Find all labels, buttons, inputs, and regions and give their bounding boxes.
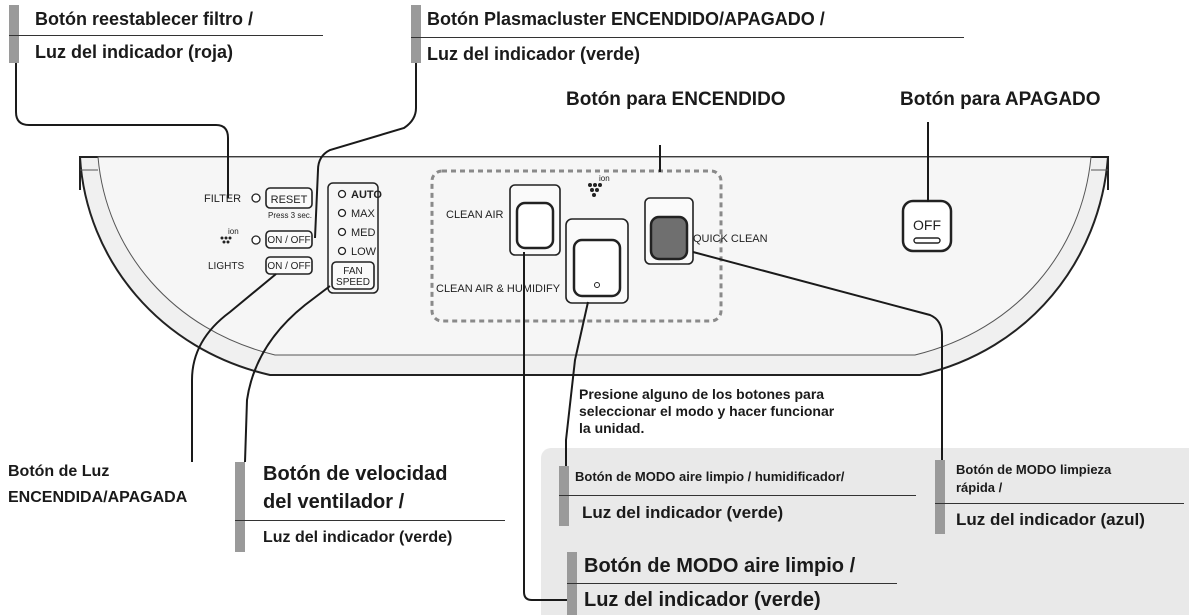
fan-speed-group <box>327 182 379 294</box>
clean-air-button[interactable] <box>509 184 561 256</box>
quick-clean-label: QUICK CLEAN <box>693 233 768 245</box>
plasmacluster-indicator-light <box>251 235 261 245</box>
lights-label: LIGHTS <box>208 261 244 272</box>
callout-rule <box>935 503 1184 504</box>
callout-rule <box>567 583 897 584</box>
low-label: LOW <box>351 246 377 258</box>
callout-rule <box>235 520 505 521</box>
svg-text:ON / OFF: ON / OFF <box>267 235 310 246</box>
mode-note-line3: la unidad. <box>579 420 645 436</box>
clean-air-mode-callout-line1: Botón de MODO aire limpio / <box>584 555 856 577</box>
clean-air-humidify-mode-callout-line2: Luz del indicador (verde) <box>582 503 784 522</box>
power-on-callout: Botón para ENCENDIDO <box>566 89 786 110</box>
plasmacluster-on-off-button[interactable]: ON / OFF <box>265 230 313 249</box>
mode-note-line2: seleccionar el modo y hacer funcionar <box>579 403 835 419</box>
reset-button[interactable]: RESET <box>265 187 313 209</box>
mode-callout-background <box>541 448 1189 615</box>
callout-bar <box>9 5 19 63</box>
low-indicator-light <box>337 246 347 256</box>
lights-on-off-button[interactable]: ON / OFF <box>265 256 313 275</box>
clean-air-humidify-mode-callout-line1: Botón de MODO aire limpio / humidificado… <box>575 469 845 484</box>
auto-label: AUTO <box>351 189 382 201</box>
filter-label: FILTER <box>204 193 241 205</box>
fan-speed-callout-line3: Luz del indicador (verde) <box>263 529 453 546</box>
light-button-callout-line2: ENCENDIDA/APAGADA <box>8 489 188 506</box>
plasmacluster-ion-icon: ion <box>588 174 610 197</box>
max-label: MAX <box>351 208 376 220</box>
fan-speed-button[interactable]: FAN SPEED <box>331 261 375 290</box>
svg-text:ion: ion <box>599 174 610 183</box>
svg-text:ON / OFF: ON / OFF <box>267 261 310 272</box>
clean-air-label: CLEAN AIR <box>446 209 504 221</box>
ion-icon: ion <box>220 227 239 244</box>
power-off-callout: Botón para APAGADO <box>900 89 1101 110</box>
fan-speed-callout-line1: Botón de velocidad <box>263 463 448 485</box>
filter-reset-callout-line2: Luz del indicador (roja) <box>35 42 234 62</box>
quick-clean-button[interactable] <box>644 197 694 265</box>
svg-text:FAN: FAN <box>343 266 362 277</box>
callout-rule <box>411 37 964 38</box>
quick-clean-mode-callout-line3: Luz del indicador (azul) <box>956 510 1145 529</box>
quick-clean-mode-callout-line2: rápida / <box>956 480 1003 495</box>
clean-air-humidify-button[interactable] <box>565 218 629 304</box>
svg-text:RESET: RESET <box>271 194 308 206</box>
max-indicator-light <box>337 208 347 218</box>
callout-bar <box>235 462 245 552</box>
auto-indicator-light <box>337 189 347 199</box>
svg-text:ion: ion <box>228 227 239 236</box>
light-button-callout-line1: Botón de Luz <box>8 463 110 480</box>
med-label: MED <box>351 227 376 239</box>
off-button[interactable]: OFF <box>901 199 953 253</box>
filter-reset-callout-line1: Botón reestablecer filtro / <box>35 9 254 29</box>
svg-text:SPEED: SPEED <box>336 277 370 288</box>
svg-text:OFF: OFF <box>913 217 941 233</box>
callout-rule <box>559 495 916 496</box>
plasmacluster-callout-line1: Botón Plasmacluster ENCENDIDO/APAGADO / <box>427 9 825 29</box>
clean-air-mode-callout-line2: Luz del indicador (verde) <box>584 589 821 611</box>
callout-rule <box>9 35 323 36</box>
press-3-sec-label: Press 3 sec. <box>268 211 312 220</box>
callout-bar <box>935 460 945 534</box>
clean-air-humidify-label: CLEAN AIR & HUMIDIFY <box>436 283 561 295</box>
quick-clean-mode-callout-line1: Botón de MODO limpieza <box>956 462 1112 477</box>
callout-bar <box>559 466 569 526</box>
plasmacluster-callout-line2: Luz del indicador (verde) <box>427 44 641 64</box>
leader-lines <box>15 62 943 601</box>
mode-note-line1: Presione alguno de los botones para <box>579 386 825 402</box>
med-indicator-light <box>337 227 347 237</box>
callout-bar <box>411 5 421 63</box>
fan-speed-callout-line2: del ventilador / <box>263 491 405 513</box>
filter-indicator-light <box>251 193 261 203</box>
